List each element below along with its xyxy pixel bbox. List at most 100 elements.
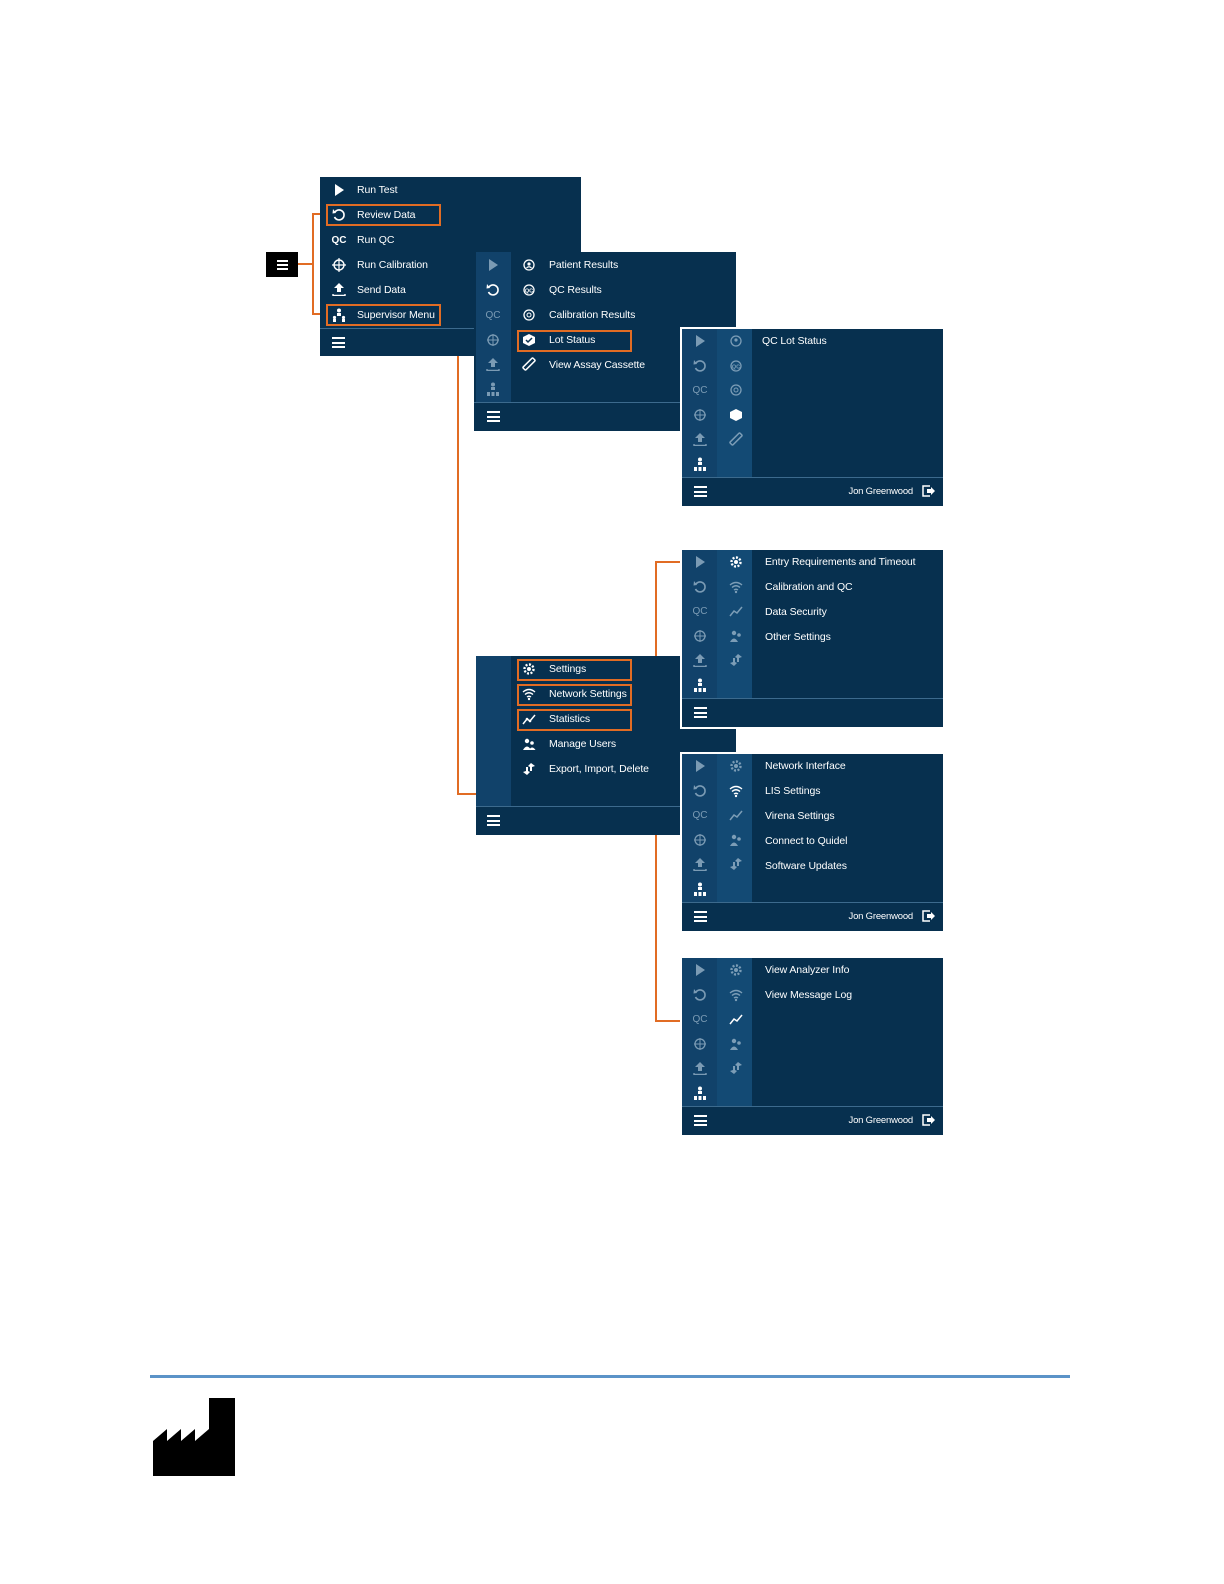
menu-item-supervisor-menu[interactable]: Supervisor Menu [357, 309, 435, 321]
rail-calibration-results-icon[interactable] [728, 382, 744, 398]
hamburger-icon[interactable] [694, 486, 707, 497]
logout-icon[interactable] [921, 909, 935, 923]
rail-settings-icon[interactable] [728, 962, 744, 978]
rail-supervisor-icon[interactable] [485, 381, 501, 397]
rail-lot-status-icon[interactable] [728, 407, 744, 423]
menu-item-patient-results[interactable]: Patient Results [549, 259, 619, 271]
rail-calibration-icon[interactable] [692, 1036, 708, 1052]
rail-play-icon[interactable] [485, 257, 501, 273]
user-name[interactable]: Jon Greenwood [848, 486, 914, 497]
rail-export-import-icon[interactable] [728, 652, 744, 668]
hamburger-icon[interactable] [487, 411, 500, 422]
menu-item-view-message-log[interactable]: View Message Log [765, 989, 852, 1001]
rail-review-icon[interactable] [692, 783, 708, 799]
rail-patient-results-icon[interactable] [728, 333, 744, 349]
menu-item-manage-users[interactable]: Manage Users [549, 738, 617, 750]
menu-item-review-data[interactable]: Review Data [357, 209, 416, 221]
rail-settings-icon[interactable] [728, 554, 744, 570]
svg-text:QC: QC [732, 364, 740, 370]
review-icon[interactable] [331, 207, 347, 223]
menu-item-connect-to-quidel[interactable]: Connect to Quidel [765, 835, 848, 847]
calibration-icon[interactable] [331, 257, 347, 273]
rail-play-icon[interactable] [692, 333, 708, 349]
menu-item-calibration-and-qc[interactable]: Calibration and QC [765, 581, 853, 593]
menu-item-send-data[interactable]: Send Data [357, 284, 406, 296]
menu-item-other-settings[interactable]: Other Settings [765, 631, 831, 643]
rail-settings-icon[interactable] [728, 758, 744, 774]
menu-item-lot-status[interactable]: Lot Status [549, 334, 596, 346]
menu-item-run-test[interactable]: Run Test [357, 184, 398, 196]
menu-item-data-security[interactable]: Data Security [765, 606, 827, 618]
rail-upload-icon[interactable] [485, 356, 501, 372]
menu-item-virena-settings[interactable]: Virena Settings [765, 810, 835, 822]
rail-play-icon[interactable] [692, 554, 708, 570]
rail-wifi-icon[interactable] [728, 987, 744, 1003]
logout-icon[interactable] [921, 1113, 935, 1127]
rail-assay-cassette-icon[interactable] [728, 431, 744, 447]
rail-statistics-icon[interactable] [728, 807, 744, 823]
footer-rule [150, 1375, 1070, 1378]
rail-qc-icon[interactable]: QC [692, 605, 708, 617]
menu-item-statistics[interactable]: Statistics [549, 713, 591, 725]
rail-calibration-icon[interactable] [692, 832, 708, 848]
main-menu-button[interactable] [266, 252, 298, 277]
menu-item-export-import-delete[interactable]: Export, Import, Delete [549, 763, 649, 775]
rail-review-icon[interactable] [485, 282, 501, 298]
rail-manage-users-icon[interactable] [728, 1036, 744, 1052]
qc-results-icon: QC [521, 282, 537, 298]
rail-supervisor-icon[interactable] [692, 1085, 708, 1101]
menu-item-lis-settings[interactable]: LIS Settings [765, 785, 821, 797]
rail-calibration-icon[interactable] [692, 407, 708, 423]
rail-upload-icon[interactable] [692, 431, 708, 447]
hamburger-icon[interactable] [694, 911, 707, 922]
menu-item-view-analyzer-info[interactable]: View Analyzer Info [765, 964, 850, 976]
menu-item-view-assay-cassette[interactable]: View Assay Cassette [549, 359, 645, 371]
rail-manage-users-icon[interactable] [728, 832, 744, 848]
play-icon[interactable] [331, 182, 347, 198]
rail-calibration-icon[interactable] [692, 628, 708, 644]
rail-qc-icon[interactable]: QC [692, 809, 708, 821]
rail-supervisor-icon[interactable] [692, 881, 708, 897]
rail-statistics-icon[interactable] [728, 1011, 744, 1027]
rail-calibration-icon[interactable] [485, 332, 501, 348]
rail-wifi-icon[interactable] [728, 783, 744, 799]
rail-play-icon[interactable] [692, 962, 708, 978]
rail-manage-users-icon[interactable] [728, 628, 744, 644]
rail-upload-icon[interactable] [692, 856, 708, 872]
rail-wifi-icon[interactable] [728, 579, 744, 595]
menu-item-network-settings[interactable]: Network Settings [549, 688, 627, 700]
rail-upload-icon[interactable] [692, 1060, 708, 1076]
hamburger-icon[interactable] [694, 1115, 707, 1126]
rail-export-import-icon[interactable] [728, 1060, 744, 1076]
menu-item-qc-results[interactable]: QC Results [549, 284, 602, 296]
menu-item-run-calibration[interactable]: Run Calibration [357, 259, 428, 271]
user-name[interactable]: Jon Greenwood [848, 911, 914, 922]
rail-qc-icon[interactable]: QC [692, 384, 708, 396]
rail-statistics-icon[interactable] [728, 603, 744, 619]
user-name[interactable]: Jon Greenwood [848, 1115, 914, 1126]
rail-review-icon[interactable] [692, 987, 708, 1003]
rail-review-icon[interactable] [692, 358, 708, 374]
upload-icon[interactable] [331, 281, 347, 297]
menu-item-settings[interactable]: Settings [549, 663, 587, 675]
rail-review-icon[interactable] [692, 579, 708, 595]
hamburger-icon[interactable] [487, 815, 500, 826]
rail-play-icon[interactable] [692, 758, 708, 774]
rail-supervisor-icon[interactable] [692, 456, 708, 472]
rail-qc-icon[interactable]: QC [692, 1013, 708, 1025]
menu-item-run-qc[interactable]: Run QC [357, 234, 395, 246]
qc-icon[interactable]: QC [331, 234, 347, 246]
menu-item-calibration-results[interactable]: Calibration Results [549, 309, 636, 321]
rail-qc-icon[interactable]: QC [485, 309, 501, 321]
logout-icon[interactable] [921, 484, 935, 498]
menu-item-network-interface[interactable]: Network Interface [765, 760, 846, 772]
hamburger-icon[interactable] [332, 337, 345, 348]
supervisor-icon[interactable] [331, 307, 347, 323]
hamburger-icon[interactable] [694, 707, 707, 718]
rail-qc-results-icon[interactable]: QC [728, 358, 744, 374]
rail-upload-icon[interactable] [692, 652, 708, 668]
rail-supervisor-icon[interactable] [692, 677, 708, 693]
rail-export-import-icon[interactable] [728, 856, 744, 872]
menu-item-software-updates[interactable]: Software Updates [765, 860, 847, 872]
menu-item-entry-requirements[interactable]: Entry Requirements and Timeout [765, 556, 916, 568]
